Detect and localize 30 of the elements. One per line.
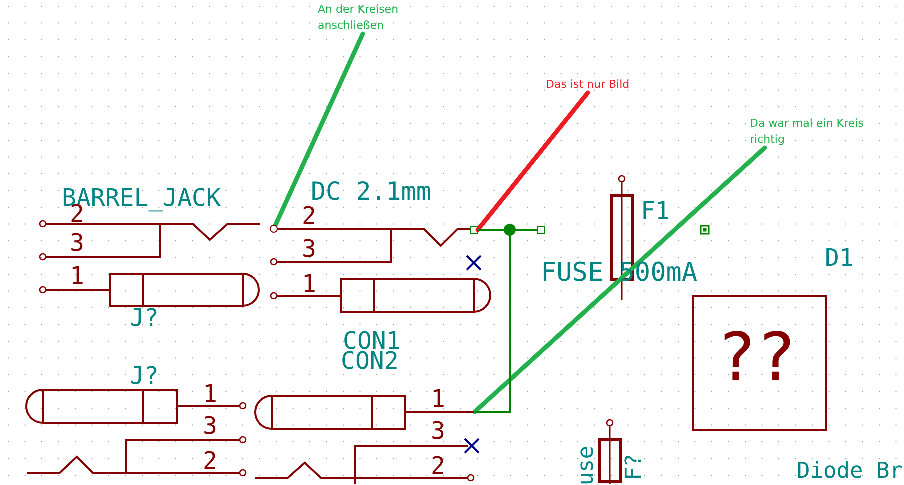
- pin-number: 3: [70, 233, 84, 254]
- component-value: use: [578, 446, 597, 485]
- pin-number: 1: [302, 274, 316, 294]
- leader-line: [273, 32, 366, 228]
- component-value: DC 2.1mm: [311, 181, 432, 202]
- component-reference: CON2: [341, 351, 399, 372]
- pin-number: 2: [431, 456, 446, 476]
- pin-number: 3: [203, 416, 218, 436]
- component-reference: CON1: [343, 331, 401, 352]
- unknown-symbol-mark: ??: [717, 330, 796, 386]
- pin-number: 3: [431, 421, 446, 442]
- pin-number: 1: [70, 266, 84, 286]
- pin-number: 1: [431, 389, 446, 410]
- component-reference: D1: [825, 248, 854, 268]
- pin-number: 3: [302, 239, 316, 260]
- leader-line: [472, 146, 768, 414]
- component-reference: J?: [130, 308, 159, 328]
- wire-end-marker: [537, 226, 545, 234]
- annotation-note: Das ist nur Bild: [546, 77, 646, 93]
- leader-line: [476, 90, 590, 232]
- component-reference: F?: [626, 454, 645, 480]
- pin-number: 2: [203, 451, 218, 472]
- component-value: Diode Br: [797, 463, 903, 482]
- pin-number: 2: [302, 206, 316, 226]
- pin-number: 1: [203, 384, 218, 404]
- component-reference: F1: [641, 201, 670, 222]
- wire-end-marker: [470, 226, 478, 234]
- annotation-note: An der Kreisen anschließen: [318, 2, 416, 34]
- component-reference: J?: [130, 366, 159, 386]
- annotation-note: Da war mal ein Kreis richtig: [750, 116, 885, 148]
